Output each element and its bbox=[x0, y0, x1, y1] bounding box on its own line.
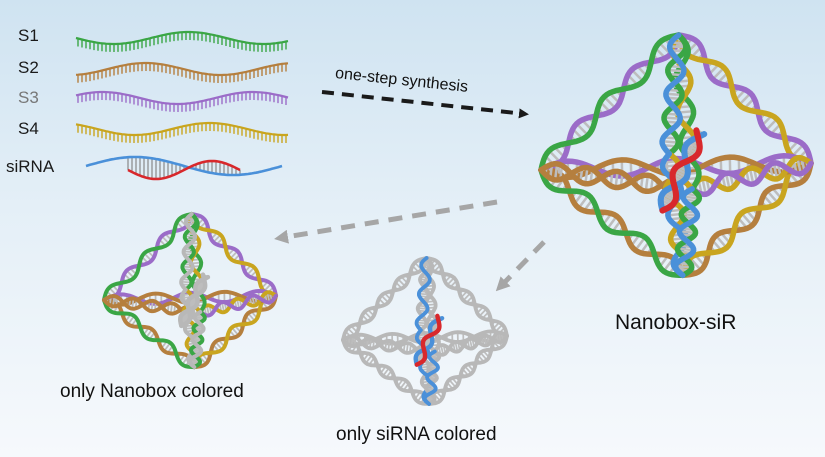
edge-top-left bbox=[102, 212, 194, 302]
edge-top-right bbox=[424, 256, 509, 338]
central-sirna-helix bbox=[657, 127, 708, 214]
edge-left-bottom bbox=[341, 338, 432, 406]
strand-s4-wave bbox=[75, 121, 289, 143]
edge-top-left bbox=[341, 256, 429, 342]
sirna-label: siRNA bbox=[6, 157, 55, 176]
strand-label-s4: S4 bbox=[18, 119, 39, 138]
edge-front-bottom bbox=[672, 186, 703, 279]
edge-top-right bbox=[189, 212, 278, 298]
edge-equator-right bbox=[198, 290, 278, 318]
sirna-wave bbox=[85, 155, 283, 181]
edge-equator-right bbox=[432, 330, 509, 357]
strand-label-s2: S2 bbox=[18, 58, 39, 77]
edge-top-back bbox=[659, 32, 689, 157]
strand-s3-wave bbox=[75, 90, 289, 112]
edge-top-back bbox=[179, 212, 199, 292]
one-step-arrow bbox=[321, 90, 529, 119]
sirna-strand-a bbox=[85, 155, 283, 177]
arrow-to-sirna-colored bbox=[495, 240, 546, 292]
strand-s1-wave bbox=[75, 30, 289, 52]
edge-top-left bbox=[538, 32, 682, 173]
strand-s2-wave bbox=[75, 61, 289, 83]
central-sirna-helix bbox=[413, 313, 445, 367]
edge-equator-right bbox=[689, 154, 814, 198]
strand-waves bbox=[75, 30, 289, 143]
nanobox-only-colored-structure bbox=[102, 212, 278, 370]
edge-front-bottom bbox=[187, 310, 207, 370]
strand-label-s3: S3 bbox=[18, 88, 39, 107]
sirna-only-colored-structure bbox=[341, 256, 509, 406]
edge-top-right bbox=[675, 32, 814, 167]
edge-left-bottom bbox=[538, 167, 686, 279]
edge-front-bottom bbox=[422, 349, 442, 406]
caption-nanobox-sir: Nanobox-siR bbox=[615, 311, 737, 334]
nanobox-sir-structure bbox=[538, 32, 814, 279]
caption-only-sirna-colored: only siRNA colored bbox=[336, 424, 497, 445]
caption-only-nanobox-colored: only Nanobox colored bbox=[60, 381, 244, 402]
sirna-strand-b bbox=[127, 159, 241, 181]
edge-right-bottom bbox=[680, 160, 814, 279]
strand-label-s1: S1 bbox=[18, 26, 39, 45]
edge-top-back bbox=[414, 256, 433, 333]
arrow-to-nanobox-colored bbox=[274, 199, 498, 244]
central-sirna-helix bbox=[178, 272, 211, 329]
